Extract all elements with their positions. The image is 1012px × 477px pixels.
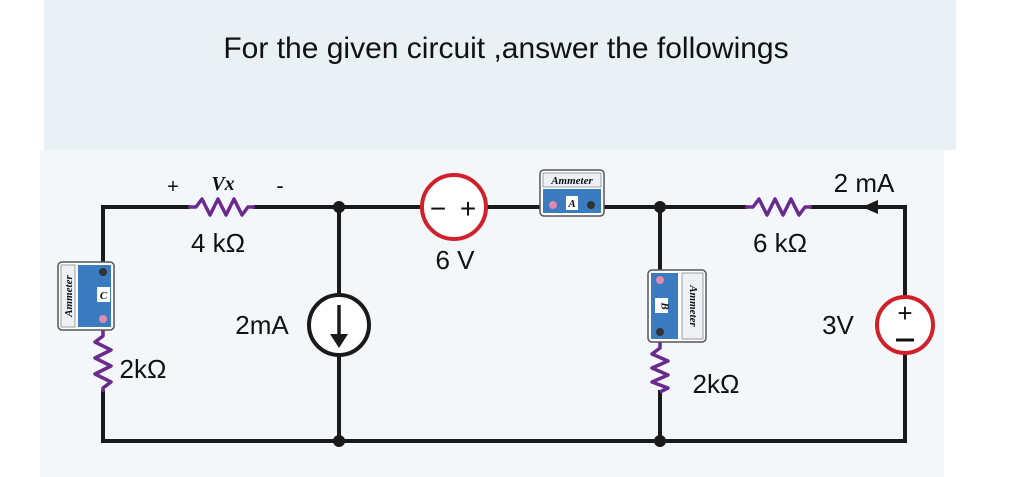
down-arrow-icon — [330, 334, 348, 348]
vx-minus-label: - — [276, 173, 283, 198]
wires — [101, 205, 907, 443]
vs6-plus: + — [460, 193, 476, 224]
node-top-left — [333, 201, 345, 213]
vs3-plus: + — [897, 298, 912, 328]
cs-right-label: 2 mA — [834, 168, 895, 198]
cs-left-label: 2mA — [235, 310, 289, 340]
ammeter-a-letter: A — [567, 198, 575, 210]
voltage-source-6v: − + — [420, 173, 488, 241]
ammeter-c-terminal-top — [99, 268, 107, 276]
resistor-4k — [188, 197, 255, 217]
nodes — [333, 201, 666, 447]
ammeter-c-name: Ammeter — [63, 275, 75, 318]
r1-label: 4 kΩ — [191, 228, 245, 258]
ammeter-a-terminal-left — [549, 201, 557, 209]
voltage-source-3v: + — [875, 295, 935, 355]
r-mid-label: 2kΩ — [693, 369, 740, 399]
page-title: For the given circuit ,answer the follow… — [223, 32, 789, 65]
resistor-left-2k — [93, 330, 113, 392]
current-arrow — [862, 200, 878, 214]
r6k-label: 6 kΩ — [753, 228, 807, 258]
ammeter-b-letter: B — [659, 301, 671, 309]
ammeter-b-terminal-bottom — [656, 328, 664, 336]
vs6-minus: − — [430, 193, 446, 224]
r-left-label: 2kΩ — [120, 354, 167, 384]
vs-6v-label: 6 V — [435, 245, 475, 275]
ammeter-a[interactable]: Ammeter A — [539, 169, 605, 217]
title-panel — [44, 0, 956, 150]
ammeter-c-terminal-bottom — [99, 315, 107, 323]
ammeter-b-terminal-top — [656, 276, 664, 284]
vs-3v-label: 3V — [822, 310, 854, 340]
ammeter-c[interactable]: Ammeter C — [57, 261, 115, 331]
ammeter-a-name: Ammeter — [550, 175, 593, 187]
ammeter-b[interactable]: Ammeter B — [647, 269, 707, 343]
resistor-6k — [745, 197, 812, 217]
node-bottom-left — [333, 435, 345, 447]
resistor-mid-2k — [650, 342, 670, 394]
wire-top-left — [101, 205, 190, 264]
ammeter-c-letter: C — [100, 290, 108, 302]
vx-label: Vx — [211, 173, 234, 195]
ammeter-b-name: Ammeter — [687, 284, 699, 327]
vx-plus-label: + — [167, 176, 179, 198]
ammeter-a-terminal-right — [587, 201, 595, 209]
current-source-2ma — [307, 293, 371, 357]
node-top-mid — [654, 201, 666, 213]
node-bottom-mid — [654, 435, 666, 447]
